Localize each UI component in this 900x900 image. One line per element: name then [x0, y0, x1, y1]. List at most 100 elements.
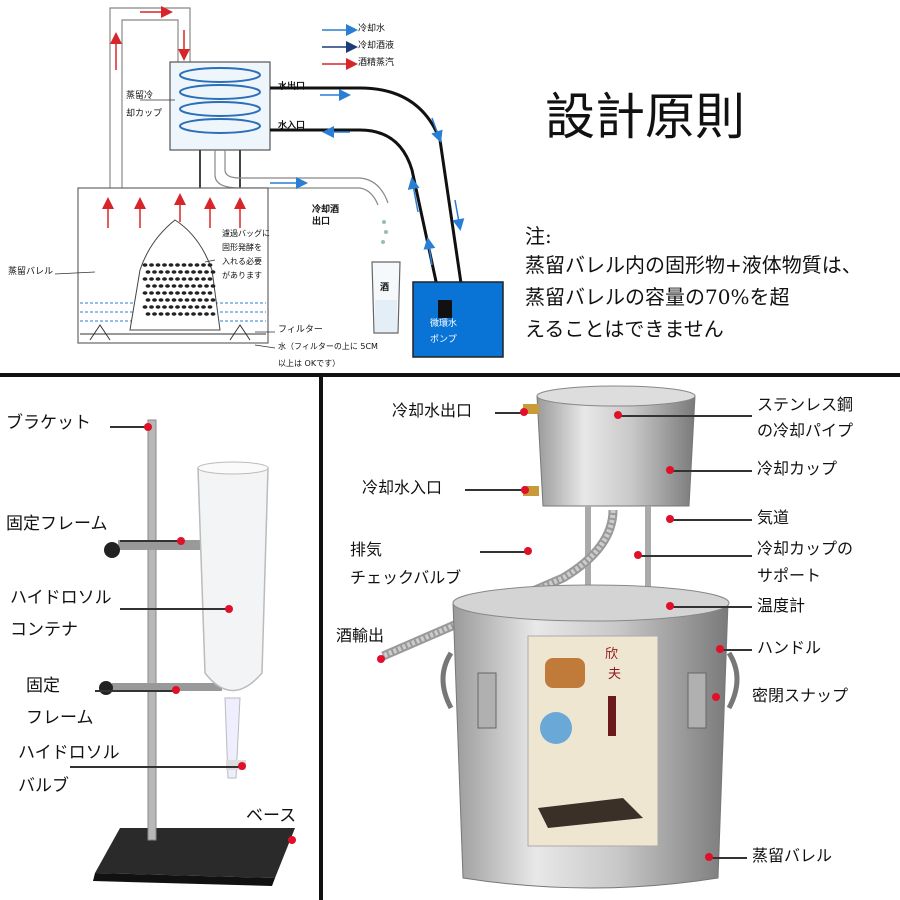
exhaust-valve-label: 排気: [350, 540, 383, 559]
filter-solid-dot: [201, 277, 206, 281]
cup-support-label-2: サポート: [757, 566, 822, 585]
exhaust-valve-label-2: チェックバルブ: [350, 568, 462, 587]
filter-solid-dot: [162, 291, 167, 295]
legend-cooling-liquor: 冷却酒液: [358, 41, 395, 51]
filter-solid-dot: [165, 284, 170, 288]
filter-solid-dot: [197, 298, 203, 302]
hydrosol-valve-label: ハイドロソル: [18, 743, 120, 763]
filter-solid-dot: [175, 291, 180, 295]
filter-solid-dot: [178, 312, 183, 316]
hydrosol-container-leader: [120, 608, 228, 610]
filter-solid-dot: [168, 305, 174, 309]
cooling-water-out-pointer: [520, 408, 528, 416]
filter-solid-dot: [184, 298, 190, 302]
air-path-label: 気道: [757, 508, 790, 527]
filter-solid-dot: [201, 305, 206, 309]
filter-solid-dot: [155, 277, 161, 281]
handle-label: ハンドル: [757, 638, 822, 657]
steel-pipe-label: ステンレス鋼: [757, 395, 854, 414]
section-divider-horizontal: [0, 373, 900, 377]
filter-solid-dot: [204, 298, 209, 302]
snap-label: 密閉スナップ: [752, 686, 849, 705]
base-label: ベース: [246, 806, 297, 826]
filter-solid-dot: [145, 298, 151, 302]
barrel-part-leader: [712, 857, 747, 859]
condenser-label: 蒸留冷: [126, 91, 154, 101]
air-path-leader: [672, 519, 752, 521]
hydrosol-valve-pointer: [238, 762, 246, 770]
filter-solid-dot: [142, 263, 148, 267]
filter-solid-dot: [197, 312, 203, 316]
bracket-label: ブラケット: [6, 413, 91, 433]
filter-solid-dot: [152, 270, 157, 274]
filter-solid-dot: [194, 291, 200, 295]
cooling-water-in-leader: [465, 489, 525, 491]
filter-solid-dot: [191, 312, 196, 316]
cooling-water-out-label: 冷却水出口: [392, 401, 473, 420]
note-line: 蒸留バレル内の固形物+液体物質は、: [525, 253, 862, 277]
cooling-cup-label: 冷却カップ: [757, 459, 838, 478]
hydrosol-container-pointer: [225, 605, 233, 613]
filter-solid-dot: [204, 270, 209, 274]
cooling-water-out-leader: [495, 412, 525, 414]
legend-alcohol-vapor: 酒精蒸汽: [358, 58, 395, 68]
filter-solid-dot: [207, 263, 213, 267]
filter-solid-dot: [201, 291, 206, 295]
filter-solid-dot: [165, 298, 170, 302]
sticker-brand: 欣: [605, 647, 619, 662]
fixed-frame-pointer: [177, 537, 185, 545]
steel-pipe-pointer: [614, 411, 622, 419]
filter-solid-dot: [162, 305, 167, 309]
legend-cooling-water: 冷却水: [358, 24, 386, 34]
filter-solid-dot: [207, 305, 213, 309]
filter-solid-dot: [204, 312, 209, 316]
steel-pipe-leader: [620, 415, 752, 417]
filter-solid-dot: [155, 291, 161, 295]
hydrosol-valve-leader: [70, 766, 242, 768]
filter-solid-dot: [165, 270, 170, 274]
filter-solid-dot: [158, 270, 164, 274]
filter-solid-dot: [168, 263, 174, 267]
filter-solid-dot: [155, 305, 161, 309]
filter-solid-dot: [194, 263, 200, 267]
barrel-part-label: 蒸留バレル: [752, 846, 833, 865]
hydrosol-container-label-2: コンテナ: [10, 620, 78, 640]
filter-solid-dot: [142, 305, 148, 309]
filter-solid-dot: [184, 270, 190, 274]
handle-pointer: [716, 645, 724, 653]
filter-bag-note: 濾過バッグに: [222, 229, 270, 238]
base-pointer: [288, 836, 296, 844]
water-note-2: 以上は OKです）: [278, 359, 341, 368]
cooling-cup-pointer: [666, 466, 674, 474]
filter-solid-dot: [191, 270, 196, 274]
water-note: 水（フィルターの上に 5CM: [278, 342, 378, 351]
filter-bag-note-3: 入れる必要: [222, 257, 262, 266]
filter-label: フィルター: [278, 325, 323, 335]
filter-bag-note-4: があります: [222, 271, 262, 280]
hydrosol-valve-label-2: バルブ: [18, 776, 69, 796]
hydrosol-stand-illustration: [93, 419, 295, 886]
filter-solid-dot: [152, 312, 157, 316]
filter-solid-dot: [210, 270, 216, 274]
filter-solid-dot: [145, 284, 151, 288]
filter-solid-dot: [178, 270, 183, 274]
thermometer-label: 温度計: [757, 596, 806, 615]
liquor-out-label: 冷却酒: [312, 205, 340, 215]
thermometer-leader: [672, 606, 752, 608]
filter-solid-dot: [152, 298, 157, 302]
sticker-brand-2: 夫: [608, 667, 622, 682]
note-heading: 注:: [525, 224, 552, 248]
hydrosol-container-label: ハイドロソル: [10, 588, 112, 608]
filter-solid-dot: [175, 305, 180, 309]
cooling-water-in-label: 冷却水入口: [362, 478, 443, 497]
filter-solid-dot: [149, 291, 154, 295]
filter-solid-dot: [210, 312, 216, 316]
filter-solid-dot: [204, 284, 209, 288]
pump-label-2: ポンプ: [430, 335, 457, 345]
filter-solid-dot: [171, 312, 177, 316]
filter-solid-dot: [197, 284, 203, 288]
filter-solid-dot: [184, 284, 190, 288]
filter-solid-dot: [207, 291, 213, 295]
cooling-cup-leader: [672, 470, 752, 472]
filter-solid-dot: [181, 305, 187, 309]
